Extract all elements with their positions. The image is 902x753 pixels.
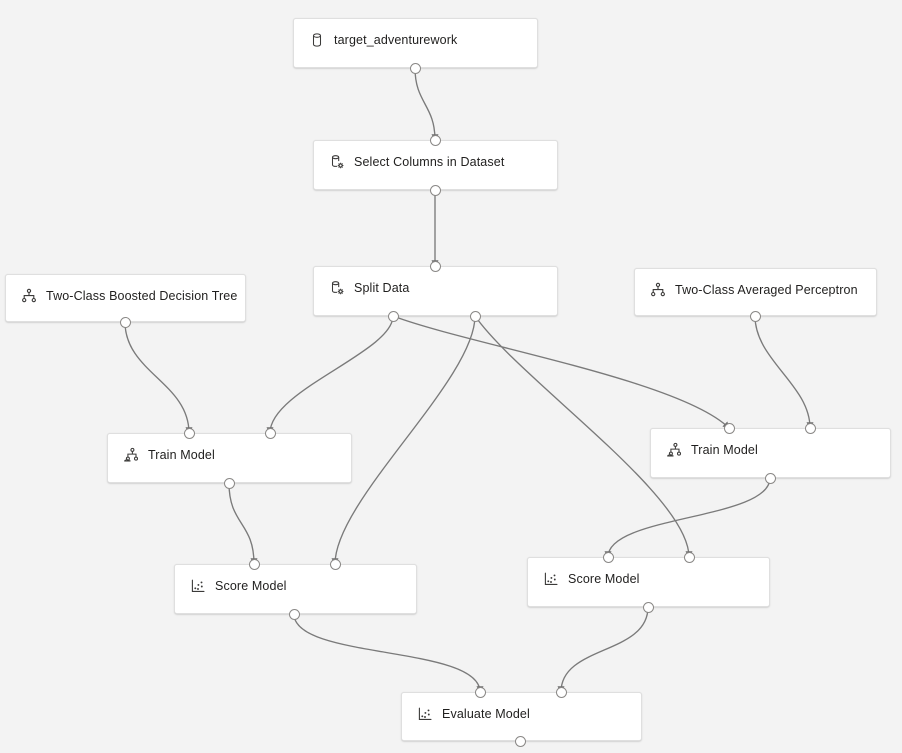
score-model-icon: [417, 706, 433, 722]
edge-split_data-to-score_model_left[interactable]: [331, 315, 476, 566]
port-in-score_model_left-trained-model-input[interactable]: [248, 558, 260, 570]
port-in-score_model_right-trained-model-input[interactable]: [602, 551, 614, 563]
node-select_columns_in_dataset[interactable]: Select Columns in Dataset: [313, 140, 558, 190]
port-in-train_model_right-dataset-input[interactable]: [804, 422, 816, 434]
port-in-evaluate_model-scored-dataset-to-compare-input[interactable]: [555, 686, 567, 698]
port-out-evaluate_model-evaluation-results-output[interactable]: [514, 735, 526, 747]
edge-target_adventurework-to-select_columns_in_dataset[interactable]: [414, 67, 439, 142]
edge-two_class_boosted_decision_tree-to-train_model_left[interactable]: [124, 321, 193, 435]
port-in-split_data-dataset-input[interactable]: [429, 260, 441, 272]
port-out-select_columns_in_dataset-results-dataset-output[interactable]: [429, 184, 441, 196]
edge-split_data-to-train_model_left[interactable]: [266, 315, 394, 435]
port-in-train_model_left-dataset-input[interactable]: [264, 427, 276, 439]
node-label: Split Data: [354, 281, 410, 295]
algorithm-icon: [650, 282, 666, 298]
edge-score_model_left-to-evaluate_model[interactable]: [293, 613, 484, 694]
port-out-score_model_left-scored-dataset-output[interactable]: [288, 608, 300, 620]
port-in-score_model_right-dataset-input[interactable]: [683, 551, 695, 563]
node-score_model_right[interactable]: Score Model: [527, 557, 770, 607]
port-out-score_model_right-scored-dataset-output[interactable]: [642, 601, 654, 613]
node-header: Train Model: [108, 434, 351, 463]
node-header: Two-Class Boosted Decision Tree: [6, 275, 245, 304]
node-header: Train Model: [651, 429, 890, 458]
node-score_model_left[interactable]: Score Model: [174, 564, 417, 614]
node-header: Evaluate Model: [402, 693, 641, 722]
node-header: Score Model: [175, 565, 416, 594]
edge-train_model_right-to-score_model_right[interactable]: [604, 477, 771, 559]
node-target_adventurework[interactable]: target_adventurework: [293, 18, 538, 68]
dataset-gear-icon: [329, 280, 345, 296]
node-split_data[interactable]: Split Data: [313, 266, 558, 316]
port-out-two_class_averaged_perceptron-untrained-model-output[interactable]: [749, 310, 761, 322]
node-label: Evaluate Model: [442, 707, 530, 721]
node-train_model_right[interactable]: Train Model: [650, 428, 891, 478]
port-out-two_class_boosted_decision_tree-untrained-model-output[interactable]: [119, 316, 131, 328]
edge-train_model_left-to-score_model_left[interactable]: [228, 482, 258, 566]
edge-score_model_right-to-evaluate_model[interactable]: [557, 606, 649, 694]
node-label: Train Model: [691, 443, 758, 457]
port-in-train_model_left-untrained-model-input[interactable]: [183, 427, 195, 439]
node-train_model_left[interactable]: Train Model: [107, 433, 352, 483]
algorithm-icon: [21, 288, 37, 304]
port-in-train_model_right-untrained-model-input[interactable]: [723, 422, 735, 434]
node-two_class_boosted_decision_tree[interactable]: Two-Class Boosted Decision Tree: [5, 274, 246, 322]
score-model-icon: [190, 578, 206, 594]
port-out-split_data-results-dataset2-output[interactable]: [469, 310, 481, 322]
node-label: Score Model: [215, 579, 287, 593]
port-out-train_model_right-trained-model-output[interactable]: [764, 472, 776, 484]
edge-two_class_averaged_perceptron-to-train_model_right[interactable]: [754, 315, 814, 430]
dataset-gear-icon: [329, 154, 345, 170]
node-header: Select Columns in Dataset: [314, 141, 557, 170]
train-model-icon: [123, 447, 139, 463]
port-out-target_adventurework-dataset-output[interactable]: [409, 62, 421, 74]
node-label: Two-Class Averaged Perceptron: [675, 283, 858, 297]
node-label: target_adventurework: [334, 33, 458, 47]
node-header: target_adventurework: [294, 19, 537, 48]
edge-split_data-to-train_model_right[interactable]: [392, 315, 730, 429]
port-in-select_columns_in_dataset-dataset-input[interactable]: [429, 134, 441, 146]
node-two_class_averaged_perceptron[interactable]: Two-Class Averaged Perceptron: [634, 268, 877, 316]
node-label: Select Columns in Dataset: [354, 155, 505, 169]
port-out-train_model_left-trained-model-output[interactable]: [223, 477, 235, 489]
node-evaluate_model[interactable]: Evaluate Model: [401, 692, 642, 741]
port-in-evaluate_model-scored-dataset-input[interactable]: [474, 686, 486, 698]
port-out-split_data-results-dataset1-output[interactable]: [387, 310, 399, 322]
dataset-icon: [309, 32, 325, 48]
port-in-score_model_left-dataset-input[interactable]: [329, 558, 341, 570]
node-header: Score Model: [528, 558, 769, 587]
node-label: Train Model: [148, 448, 215, 462]
node-header: Two-Class Averaged Perceptron: [635, 269, 876, 298]
node-header: Split Data: [314, 267, 557, 296]
node-label: Score Model: [568, 572, 640, 586]
score-model-icon: [543, 571, 559, 587]
node-label: Two-Class Boosted Decision Tree: [46, 289, 238, 303]
train-model-icon: [666, 442, 682, 458]
